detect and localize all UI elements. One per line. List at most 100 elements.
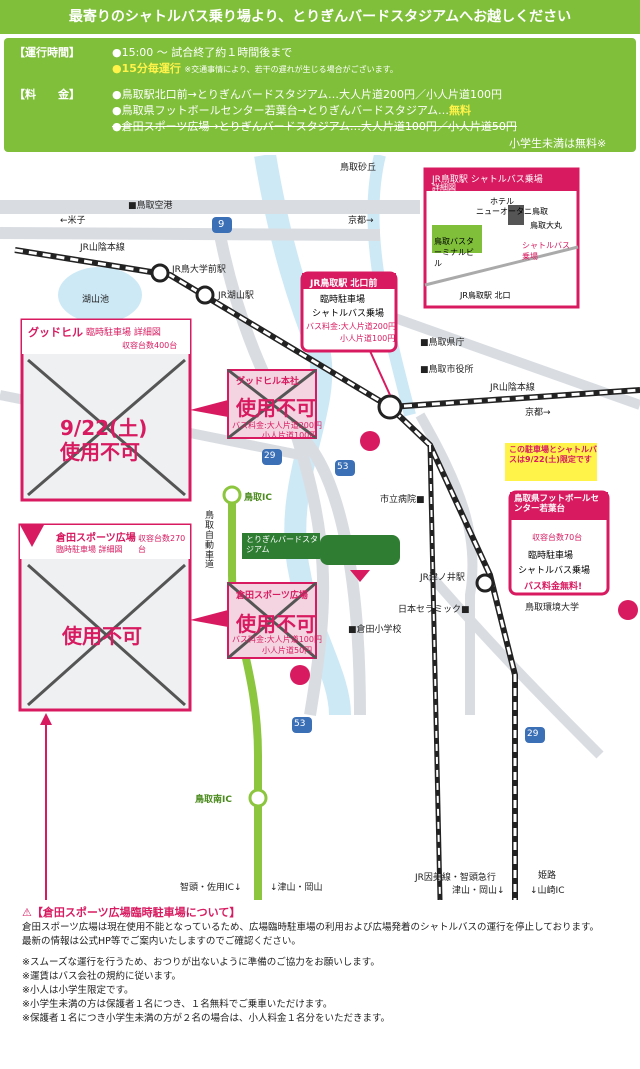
stadium-label-box <box>242 533 320 559</box>
fare-line1: ●鳥取駅北口前→とりぎんバードスタジアム…大人片道200円／小人片道100円 <box>112 88 503 101</box>
cross-line <box>227 368 317 440</box>
goodhill-subtitle: 臨時駐車場 詳細図 <box>86 328 161 338</box>
kurata-unavailable: 使用不可 <box>62 624 142 648</box>
stadium-pointer <box>350 570 370 582</box>
wakabadai-free: バス料金無料! <box>524 582 583 592</box>
fare-line3: ●倉田スポーツ広場→とりぎんバードスタジアム…大人片道100円／小人片道50円 <box>112 120 517 133</box>
place-tottori-sakyu: 鳥取砂丘 <box>340 163 377 173</box>
wakabadai-shuttle: シャトルバス乗場 <box>518 566 591 576</box>
place-jr-tsunoi: JR津ノ井駅 <box>420 573 465 583</box>
stadium-label: とりぎんバードスタジアム <box>246 535 318 554</box>
inset-daimaru: 鳥取大丸 <box>530 221 562 230</box>
goodhill-title: グッドヒル <box>28 326 83 339</box>
station-box-pointer <box>369 350 391 396</box>
place-tottori-minami-ic: 鳥取南IC <box>195 795 232 805</box>
parking-icon <box>360 431 380 451</box>
notice-note: ※保護者１名につき小学生未満の方が２名の場合は、小人料金１名分をいただきます。 <box>22 1012 391 1024</box>
kurata-pointer <box>190 610 228 627</box>
place-jr-sanin-right: JR山陰本線 <box>490 383 535 393</box>
kurata-detail-header <box>20 525 190 559</box>
place-city-hospital: 市立病院■ <box>380 495 425 505</box>
goodhill-small-fare-child: 小人片道100円 <box>262 431 318 440</box>
station-tottori-univ <box>150 263 170 283</box>
inset-hotel-label: ホテル <box>490 197 514 206</box>
notice-p2: 最新の情報は公式HP等でご案内いたしますのでご確認ください。 <box>22 935 301 947</box>
jr-inbi-dash <box>429 444 441 900</box>
place-jr-tottori-univ: JR鳥大学前駅 <box>172 265 226 275</box>
place-jr-koyama: JR湖山駅 <box>218 291 254 301</box>
page-title: 最寄りのシャトルバス乗り場より、とりぎんバードスタジアムへお越しください <box>0 0 640 34</box>
road-29 <box>426 571 604 759</box>
place-kyoto-top: 京都→ <box>348 216 374 226</box>
ic-tottori <box>222 485 242 505</box>
wakabadai-callout <box>505 443 597 481</box>
inset-map-header <box>425 169 578 191</box>
fares-label: 【料 金】 <box>14 88 80 101</box>
kurata-small-fare-child: 小人片道50円 <box>262 646 313 655</box>
road <box>0 227 381 241</box>
station-koyama <box>195 285 215 305</box>
wakabadai-title: 鳥取県フットボールセンター若葉台 <box>514 494 600 515</box>
schedule-line2: ●15分毎運行 ※交通事情により、若干の遅れが生じる場合がございます。 <box>112 62 398 75</box>
fare-line2: ●鳥取県フットボールセンター若葉台→とりぎんバードスタジアム…無料 <box>112 104 472 117</box>
inset-north-exit: JR鳥取駅 北口 <box>460 291 511 300</box>
parking-icon <box>618 600 638 620</box>
kurata-small-title: 倉田スポーツ広場 <box>236 591 308 601</box>
inset-hotel <box>508 205 524 225</box>
schedule-label: 【運行時間】 <box>14 46 80 59</box>
place-yamazaki: ↓山崎IC <box>530 886 565 896</box>
kurata-subtitle: 臨時駐車場 詳細図 <box>56 545 123 554</box>
place-expressway: 鳥取自動車道 <box>205 511 215 571</box>
goodhill-small-fare: バス料金:大人片道200円 <box>232 421 322 430</box>
parking-icon <box>290 665 310 685</box>
inset-rail <box>424 245 579 287</box>
warning-icon <box>20 525 44 547</box>
stadium-icon <box>320 535 400 565</box>
goodhill-small-unavailable: 使用不可 <box>236 396 316 420</box>
goodhill-capacity: 収容台数400台 <box>122 341 178 350</box>
place-prefectural-office: ■鳥取県庁 <box>420 338 465 348</box>
notice-heading: ⚠【倉田スポーツ広場臨時駐車場について】 <box>22 906 241 919</box>
inset-title: JR鳥取駅 シャトルバス乗場 <box>432 175 543 185</box>
road-53 <box>284 413 330 716</box>
station-box-shuttle: シャトルバス乗場 <box>312 309 385 319</box>
wakabadai-header <box>510 492 608 520</box>
kurata-title: 倉田スポーツ広場 <box>56 533 136 544</box>
place-kankyo-univ: 鳥取環境大学 <box>525 603 580 613</box>
schedule-line1: ●15:00 ～ 試合終了約１時間後まで <box>112 46 293 59</box>
route-53b-shield <box>292 717 312 733</box>
inset-shuttle-label: シャトルバス乗場 <box>522 241 570 261</box>
goodhill-unavailable: 使用不可 <box>60 440 140 464</box>
place-nihon-ceramic: 日本セラミック■ <box>398 605 470 615</box>
inset-bus-terminal: 鳥取バスターミナルビル <box>434 237 474 268</box>
cross-line <box>27 563 186 707</box>
route-29b-shield <box>525 727 545 743</box>
inset-subtitle: 詳細図 <box>432 183 456 192</box>
notice-note: ※スムーズな運行を行うため、おつりが出ないように準備のご協力をお願いします。 <box>22 957 380 969</box>
goodhill-date: 9/22(土) <box>60 416 148 440</box>
route-53a-shield <box>335 460 355 476</box>
place-kyoto-right: 京都→ <box>525 408 551 418</box>
jr-line-east <box>389 387 640 410</box>
route-29-label: 29 <box>264 451 276 461</box>
place-tottori-airport: ■鳥取空港 <box>128 201 173 211</box>
route-9-label: 9 <box>218 219 225 230</box>
station-box-parking: 臨時駐車場 <box>320 295 366 305</box>
station-box-title: JR鳥取駅 北口前 <box>310 279 378 289</box>
notice-section: ⚠【倉田スポーツ広場臨時駐車場について】 倉田スポーツ広場は現在使用不能となって… <box>22 905 622 1025</box>
station-box-fare-child: 小人片道100円 <box>340 334 396 343</box>
place-yonago: ←米子 <box>60 216 86 226</box>
place-kurata-school: ■倉田小学校 <box>348 625 402 635</box>
place-koyamaike: 湖山池 <box>82 295 110 305</box>
notice-arrowhead <box>40 713 52 725</box>
place-tsuyama-okayama: ↓津山・岡山 <box>270 883 323 893</box>
place-jr-sanin-left: JR山陰本線 <box>80 243 125 253</box>
info-panel: 【運行時間】 ●15:00 ～ 試合終了約１時間後まで ●15分毎運行 ※交通事… <box>4 38 636 152</box>
station-box-fare-adult: バス料金:大人片道200円 <box>306 322 396 331</box>
place-chizu-sayo: 智頭・佐用IC↓ <box>180 883 242 893</box>
cross-line <box>27 358 186 497</box>
place-jr-inbi2: 津山・岡山↓ <box>452 886 505 896</box>
station-tottori <box>377 394 403 420</box>
notice-note: ※運賃はバス会社の規約に従います。 <box>22 971 182 983</box>
ic-tottori-minami <box>248 788 268 808</box>
